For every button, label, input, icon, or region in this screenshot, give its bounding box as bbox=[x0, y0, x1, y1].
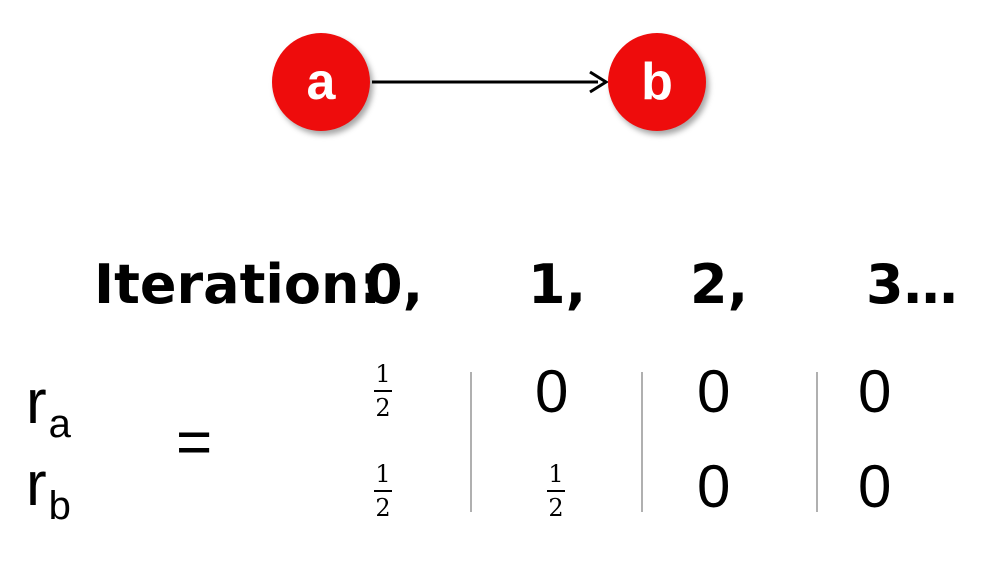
column-separator bbox=[470, 372, 472, 512]
r-a-iter-2: 0 bbox=[697, 358, 731, 425]
iteration-label: Iteration: bbox=[94, 253, 382, 316]
edge-arrowhead bbox=[589, 70, 609, 94]
r-b-iter-1: 1 2 bbox=[547, 462, 565, 520]
iteration-step-2: 2, bbox=[690, 253, 749, 316]
node-a: a bbox=[272, 33, 370, 131]
var-r-b-base: r bbox=[26, 450, 47, 519]
var-r-a-sub: a bbox=[48, 402, 71, 446]
r-a-iter-0: 1 2 bbox=[374, 362, 392, 420]
fraction-denominator: 2 bbox=[375, 494, 391, 522]
var-r-a: ra bbox=[26, 372, 71, 445]
r-b-iter-0: 1 2 bbox=[374, 462, 392, 520]
column-separator bbox=[641, 372, 643, 512]
var-r-b: rb bbox=[26, 454, 71, 527]
r-a-iter-3: 0 bbox=[858, 358, 892, 425]
node-b: b bbox=[608, 33, 706, 131]
fraction-numerator: 1 bbox=[375, 360, 391, 388]
fraction-numerator: 1 bbox=[548, 460, 564, 488]
iteration-step-0: 0, bbox=[365, 253, 424, 316]
r-a-iter-1: 0 bbox=[535, 358, 569, 425]
fraction-bar bbox=[374, 390, 392, 392]
r-b-iter-2: 0 bbox=[697, 453, 731, 520]
node-a-label: a bbox=[306, 53, 336, 111]
fraction-bar bbox=[547, 490, 565, 492]
iteration-step-1: 1, bbox=[528, 253, 587, 316]
column-separator bbox=[816, 372, 818, 512]
equals-sign: = bbox=[176, 408, 213, 477]
var-r-b-sub: b bbox=[48, 484, 71, 528]
node-b-label: b bbox=[641, 53, 673, 111]
fraction-numerator: 1 bbox=[375, 460, 391, 488]
r-b-iter-3: 0 bbox=[858, 453, 892, 520]
var-r-a-base: r bbox=[26, 368, 47, 437]
fraction-denominator: 2 bbox=[548, 494, 564, 522]
fraction-denominator: 2 bbox=[375, 394, 391, 422]
iteration-step-3: 3… bbox=[866, 253, 958, 316]
fraction-bar bbox=[374, 490, 392, 492]
